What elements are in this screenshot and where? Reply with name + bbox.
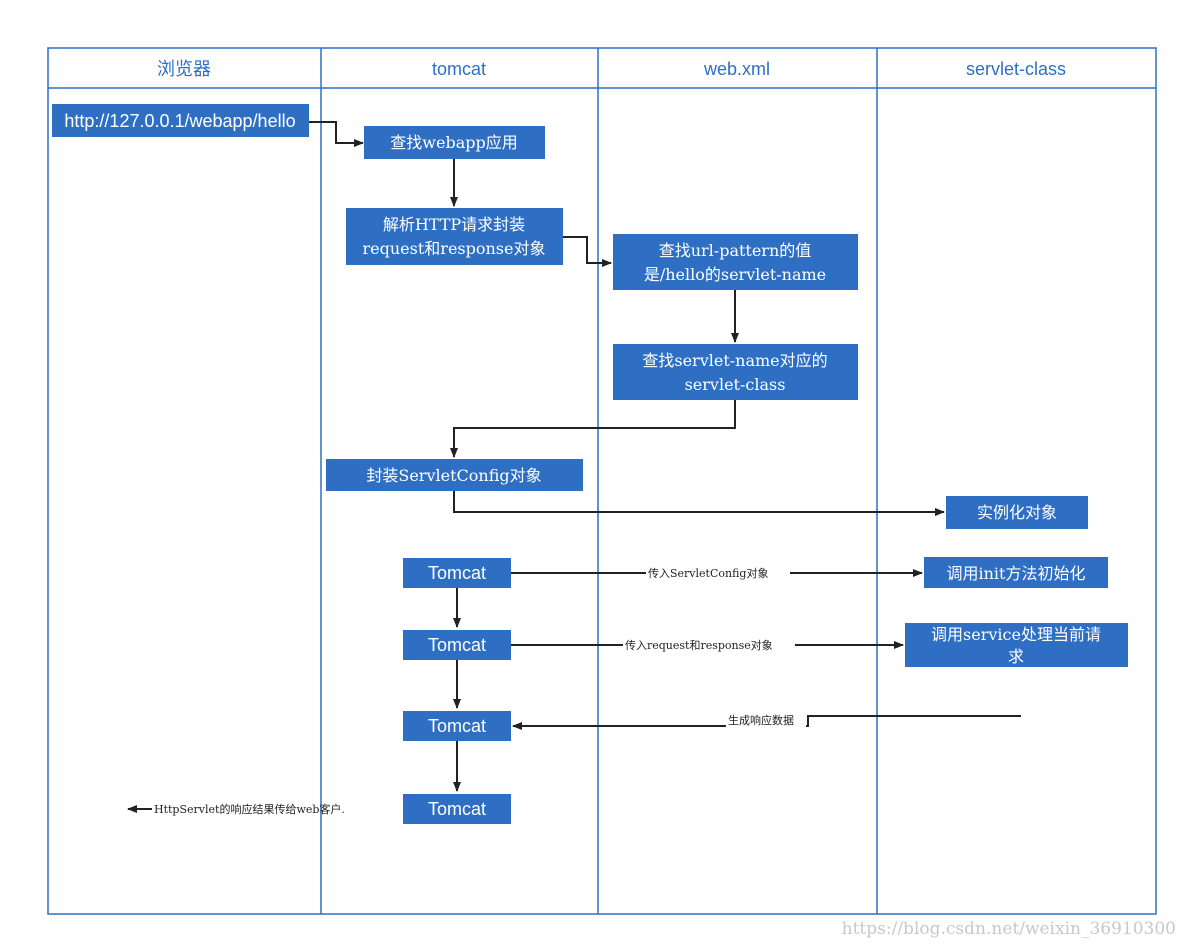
node-parse-http-line1: 解析HTTP请求封装: [383, 215, 525, 234]
node-wrap-config: 封装ServletConfig对象: [326, 459, 583, 491]
label-bg-pass-req-resp: [623, 637, 795, 653]
node-instantiate: 实例化对象: [946, 496, 1088, 529]
node-find-url-pattern: 查找url-pattern的值 是/hello的servlet-name: [613, 234, 858, 290]
node-tomcat-1: Tomcat: [403, 558, 511, 588]
label-pass-req-resp: 传入request和response对象: [625, 638, 773, 652]
node-tomcat-4: Tomcat: [403, 794, 511, 824]
node-url-text: http://127.0.0.1/webapp/hello: [64, 111, 295, 131]
node-url: http://127.0.0.1/webapp/hello: [52, 104, 309, 137]
node-find-webapp-text: 查找webapp应用: [390, 133, 517, 152]
node-wrap-config-text: 封装ServletConfig对象: [366, 466, 541, 485]
node-find-webapp: 查找webapp应用: [364, 126, 545, 159]
node-call-init-text: 调用init方法初始化: [947, 564, 1086, 583]
node-instantiate-text: 实例化对象: [977, 503, 1057, 522]
edge-servlet-class-to-config: [450, 400, 736, 458]
lane-header-servlet-class: servlet-class: [966, 59, 1066, 79]
label-to-client: HttpServlet的响应结果传给web客户.: [154, 802, 345, 816]
label-gen-response: 生成响应数据: [728, 713, 794, 727]
label-bg-gen-response: [726, 712, 806, 728]
lane-header-tomcat: tomcat: [432, 59, 486, 79]
node-find-servlet-class-line1: 查找servlet-name对应的: [642, 351, 827, 370]
lane-header-browser: 浏览器: [157, 59, 211, 79]
node-find-url-pattern-line1: 查找url-pattern的值: [659, 241, 812, 260]
node-parse-http-line2: request和response对象: [363, 239, 546, 258]
frame-border: [47, 47, 1157, 915]
node-call-service-line2: 求: [1008, 647, 1024, 666]
edge-url-to-find-webapp: [309, 121, 364, 147]
lane-header-webxml: web.xml: [703, 59, 770, 79]
node-tomcat-3-text: Tomcat: [428, 716, 486, 736]
node-find-url-pattern-line2: 是/hello的servlet-name: [644, 265, 826, 284]
node-find-servlet-class-line2: servlet-class: [685, 375, 786, 394]
edge-parse-to-url-pattern: [563, 236, 612, 267]
edge-labels: 传入ServletConfig对象 传入request和response对象 生…: [154, 565, 806, 816]
edge-config-to-instantiate: [453, 491, 945, 516]
label-pass-config: 传入ServletConfig对象: [648, 566, 768, 580]
node-find-servlet-class: 查找servlet-name对应的 servlet-class: [613, 344, 858, 400]
node-parse-http: 解析HTTP请求封装 request和response对象: [346, 208, 563, 265]
edge-response-to-tomcat3: [512, 715, 1021, 730]
node-call-init: 调用init方法初始化: [924, 557, 1108, 588]
node-tomcat-2-text: Tomcat: [428, 635, 486, 655]
swimlane-frame: 浏览器 tomcat web.xml servlet-class: [47, 47, 1157, 915]
label-bg-pass-config: [646, 565, 790, 581]
node-tomcat-3: Tomcat: [403, 711, 511, 741]
node-call-service-line1: 调用service处理当前请: [931, 625, 1101, 644]
node-tomcat-1-text: Tomcat: [428, 563, 486, 583]
node-call-service: 调用service处理当前请 求: [905, 623, 1128, 667]
node-tomcat-4-text: Tomcat: [428, 799, 486, 819]
watermark: https://blog.csdn.net/weixin_36910300: [842, 919, 1176, 939]
node-tomcat-2: Tomcat: [403, 630, 511, 660]
